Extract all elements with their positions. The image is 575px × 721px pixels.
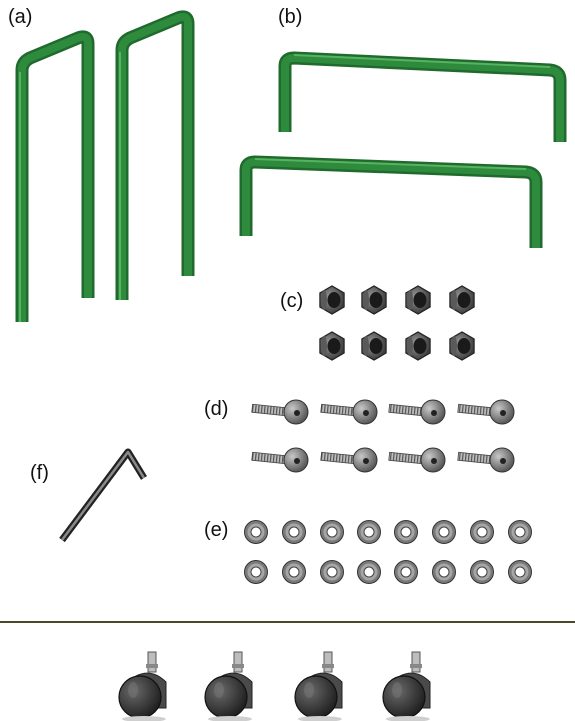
hex-nut-5 xyxy=(319,331,345,361)
washer-5 xyxy=(394,520,418,544)
washer-12 xyxy=(357,560,381,584)
hex-nut-6 xyxy=(361,331,387,361)
part-c-nuts xyxy=(319,285,475,361)
hex-nut-7 xyxy=(405,331,431,361)
washer-2 xyxy=(282,520,306,544)
washer-7 xyxy=(470,520,494,544)
frame-b-2 xyxy=(239,155,543,248)
label-d: (d) xyxy=(204,398,229,420)
frame-a-1 xyxy=(15,30,95,322)
hex-nut-8 xyxy=(449,331,475,361)
part-e-washers xyxy=(244,520,532,584)
caster-wheel-4 xyxy=(382,651,431,721)
part-f-allen-key xyxy=(59,448,147,543)
hex-nut-1 xyxy=(319,285,345,315)
washer-9 xyxy=(244,560,268,584)
bolt-7 xyxy=(388,447,446,473)
part-b-frames xyxy=(239,51,567,248)
washer-1 xyxy=(244,520,268,544)
part-a-frames xyxy=(15,10,195,322)
hex-nut-4 xyxy=(449,285,475,315)
bolt-8 xyxy=(457,447,515,473)
bolt-4 xyxy=(457,399,515,425)
washer-6 xyxy=(432,520,456,544)
caster-wheels xyxy=(118,651,431,721)
caster-wheel-3 xyxy=(294,651,343,721)
washer-4 xyxy=(357,520,381,544)
washer-13 xyxy=(394,560,418,584)
bolt-1 xyxy=(251,399,309,425)
bolt-3 xyxy=(388,399,446,425)
washer-3 xyxy=(320,520,344,544)
bolt-5 xyxy=(251,447,309,473)
label-b: (b) xyxy=(278,6,303,28)
bolt-6 xyxy=(320,447,378,473)
label-f: (f) xyxy=(30,462,49,484)
frame-b-1 xyxy=(278,51,567,142)
caster-wheel-1 xyxy=(118,651,167,721)
caster-wheel-2 xyxy=(204,651,253,721)
label-a: (a) xyxy=(8,6,33,28)
label-c: (c) xyxy=(280,290,304,312)
washer-8 xyxy=(508,520,532,544)
washer-16 xyxy=(508,560,532,584)
washer-14 xyxy=(432,560,456,584)
washer-11 xyxy=(320,560,344,584)
frame-a-2 xyxy=(115,10,195,300)
hex-nut-3 xyxy=(405,285,431,315)
bolt-2 xyxy=(320,399,378,425)
washer-10 xyxy=(282,560,306,584)
part-d-bolts xyxy=(251,399,515,473)
hex-nut-2 xyxy=(361,285,387,315)
label-e: (e) xyxy=(204,519,229,541)
washer-15 xyxy=(470,560,494,584)
